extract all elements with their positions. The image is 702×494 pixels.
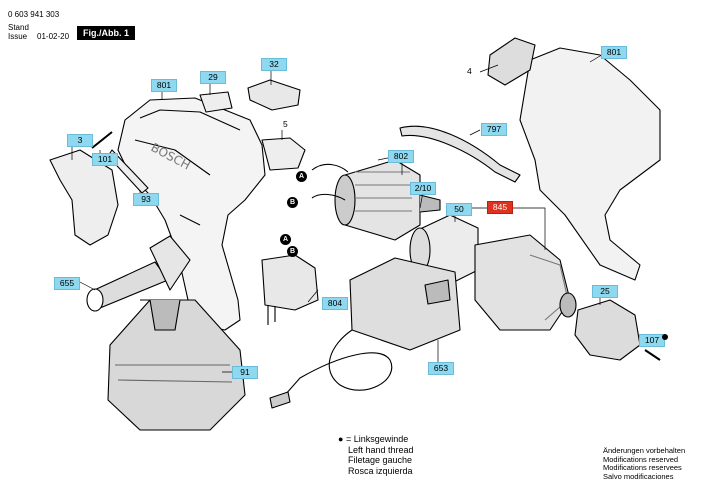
charger-653 bbox=[349, 257, 461, 351]
part-label-29[interactable]: 29 bbox=[200, 71, 226, 84]
part-label-845[interactable]: 845 bbox=[487, 201, 513, 214]
part-label-32[interactable]: 32 bbox=[261, 58, 287, 71]
connector-a-motor: A bbox=[296, 171, 307, 182]
strap-797 bbox=[399, 125, 521, 183]
part-32 bbox=[247, 79, 301, 111]
chuck-25 bbox=[574, 299, 641, 361]
part-label-3[interactable]: 3 bbox=[67, 134, 93, 147]
note-line-en: Modifications reserved bbox=[603, 454, 679, 464]
part-label-801-left[interactable]: 801 bbox=[151, 79, 177, 92]
part-label-801-right[interactable]: 801 bbox=[601, 46, 627, 59]
part-label-797[interactable]: 797 bbox=[481, 123, 507, 136]
housing-half-right bbox=[519, 47, 661, 281]
part-label-802[interactable]: 802 bbox=[388, 150, 414, 163]
legend-line-1: = Linksgewinde bbox=[345, 434, 409, 444]
note-line-de: Änderungen vorbehalten bbox=[603, 446, 686, 455]
part-label-4[interactable]: 4 bbox=[467, 66, 472, 76]
part-label-804[interactable]: 804 bbox=[322, 297, 348, 310]
legend-line-2: Left hand thread bbox=[348, 444, 414, 455]
power-cord bbox=[284, 329, 393, 396]
note-line-fr: Modifications reservees bbox=[603, 463, 682, 473]
stand-label: Stand bbox=[8, 23, 29, 32]
gearbox-845 bbox=[474, 234, 571, 331]
connector-b-motor: B bbox=[287, 197, 298, 208]
part-label-5[interactable]: 5 bbox=[283, 119, 288, 129]
switch-804 bbox=[261, 254, 319, 311]
part-label-107[interactable]: 107 bbox=[639, 334, 665, 347]
housing-half-left bbox=[117, 97, 266, 331]
part-label-91[interactable]: 91 bbox=[232, 366, 258, 379]
connector-b-switch: B bbox=[287, 246, 298, 257]
part-label-2-10[interactable]: 2/10 bbox=[410, 182, 436, 195]
part-label-655[interactable]: 655 bbox=[54, 277, 80, 290]
part-5 bbox=[261, 137, 306, 171]
part-label-101[interactable]: 101 bbox=[92, 153, 118, 166]
thread-legend: ● = Linksgewinde Left hand thread Fileta… bbox=[338, 434, 414, 476]
issue-label: Issue bbox=[8, 32, 28, 41]
part-label-653[interactable]: 653 bbox=[428, 362, 454, 375]
legend-line-3: Filetage gauche bbox=[348, 455, 413, 465]
part-label-25[interactable]: 25 bbox=[592, 285, 618, 298]
modifications-note: Änderungen vorbehalten Modifications res… bbox=[603, 446, 686, 481]
connector-a-switch: A bbox=[280, 234, 291, 245]
legend-dot-icon: ● bbox=[338, 434, 344, 444]
part-number: 0 603 941 303 bbox=[8, 10, 60, 19]
part-label-93[interactable]: 93 bbox=[133, 193, 159, 206]
issue-date: 01-02-20 bbox=[37, 32, 70, 41]
legend-line-4: Rosca izquierda bbox=[348, 465, 413, 476]
part-29 bbox=[199, 91, 233, 113]
pad-4 bbox=[487, 37, 536, 86]
part-label-50[interactable]: 50 bbox=[446, 203, 472, 216]
note-line-es: Salvo modificaciones bbox=[603, 471, 674, 481]
left-thread-marker bbox=[662, 334, 668, 340]
figure-label: Fig./Abb. 1 bbox=[77, 26, 135, 40]
